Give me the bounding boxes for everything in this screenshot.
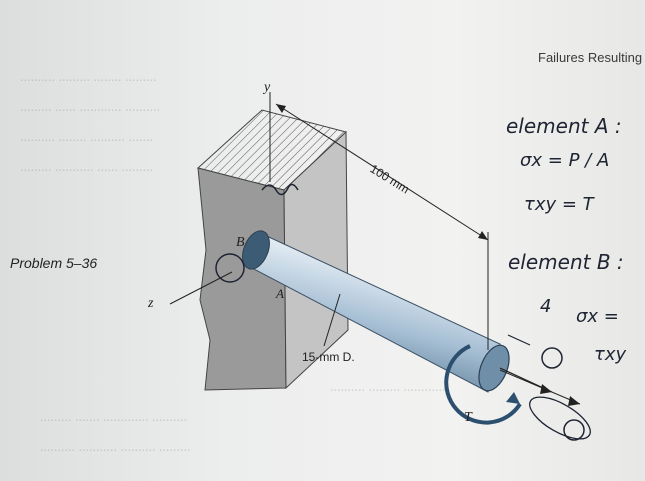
point-b-label: B xyxy=(236,235,245,250)
number-four: 4 xyxy=(540,296,552,317)
handwritten-loop xyxy=(529,396,591,440)
torque-label: T xyxy=(464,410,472,425)
running-head: Failures Resulting xyxy=(538,50,643,65)
z-axis-line xyxy=(169,271,233,305)
tau-xy-b: τxy xyxy=(594,344,627,365)
element-a-heading: element A : xyxy=(506,114,622,138)
element-b-circle xyxy=(215,253,245,283)
sigma-x-b: σx = xyxy=(576,306,619,327)
shaft-root xyxy=(242,230,270,270)
element-a-arrow xyxy=(507,334,531,346)
problem-label: Problem 5–36 xyxy=(10,255,98,271)
element-b-heading: element B : xyxy=(508,250,624,274)
element-e-circle xyxy=(541,347,563,369)
point-a-label: A xyxy=(276,286,284,301)
diameter-label: 15-mm D. xyxy=(302,350,355,364)
torque-arrow xyxy=(444,344,522,425)
sigma-x-a: σx = P / A xyxy=(520,150,610,171)
tau-xy-a: τxy = T xyxy=(524,194,594,215)
y-axis-label: y xyxy=(264,80,271,95)
dimension-line xyxy=(275,103,489,241)
z-axis-label: z xyxy=(148,296,154,311)
diameter-leader xyxy=(323,293,341,347)
element-c-circle xyxy=(563,419,585,441)
handwritten-scribble xyxy=(261,183,299,196)
